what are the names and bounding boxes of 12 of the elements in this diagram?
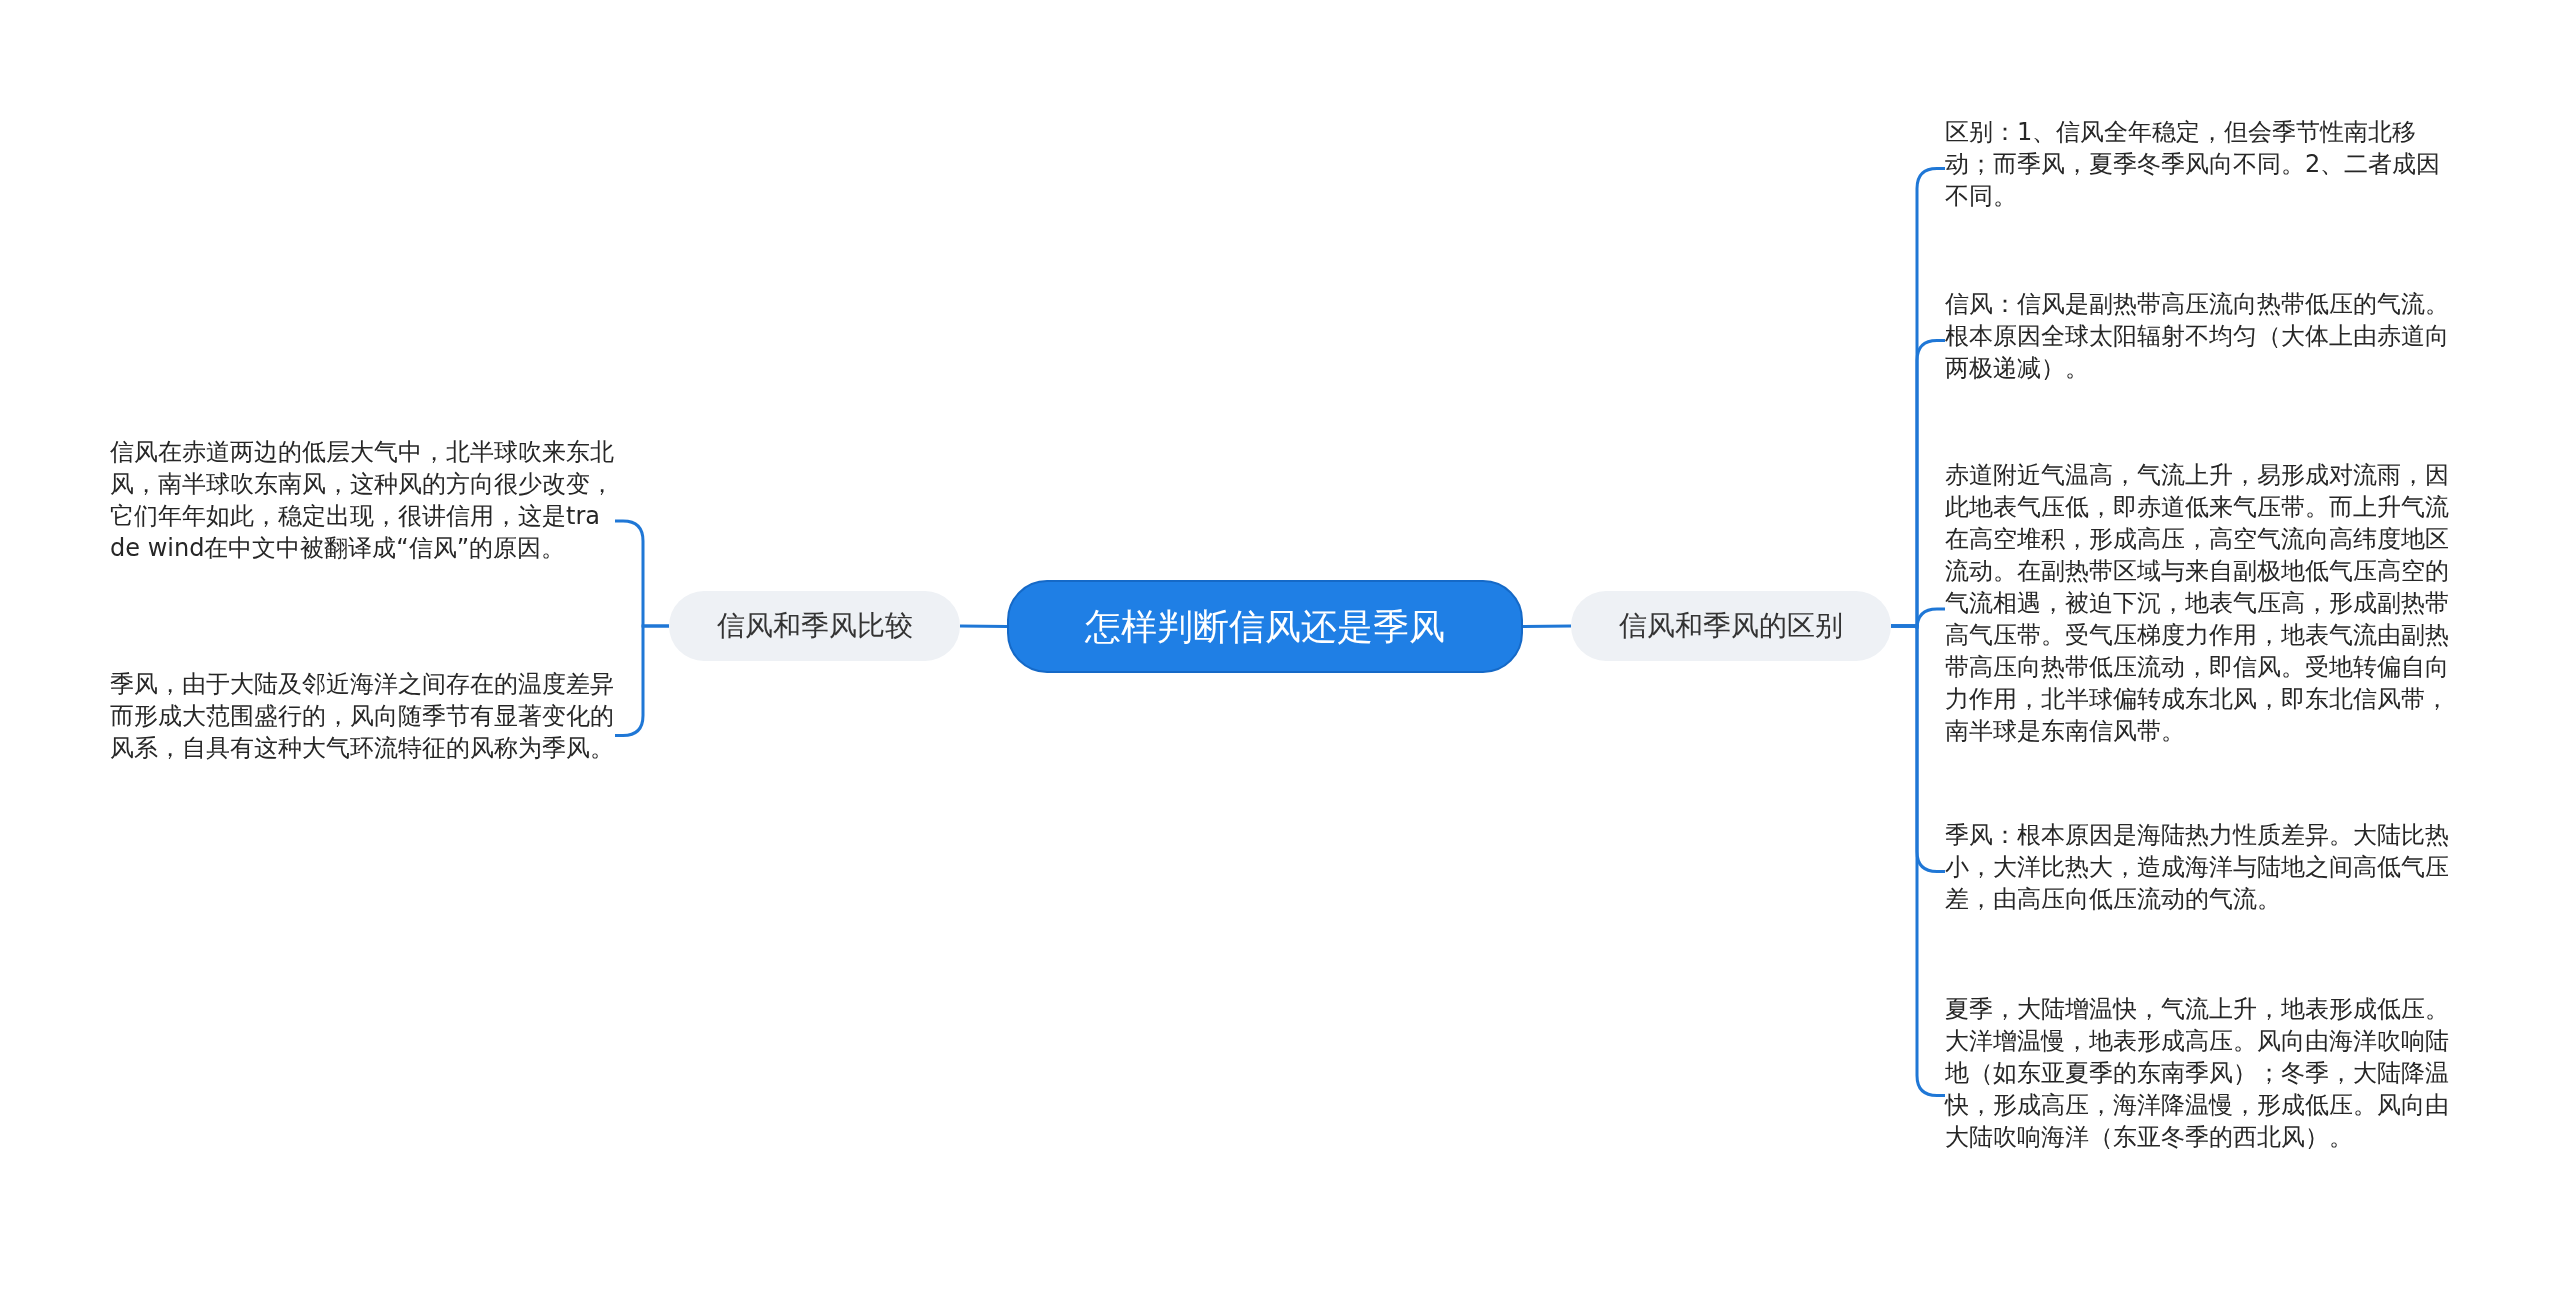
branch-topic: 信风和季风比较: [669, 591, 960, 661]
topic-text: 季风：根本原因是海陆热力性质差异。大陆比热小，大洋比热大，造成海洋与陆地之间高低气压差，由高压向低压流动的气流。: [1945, 819, 2455, 915]
topic-text: 季风，由于大陆及邻近海洋之间存在的温度差异而形成大范围盛行的，风向随季节有显著变化的风系，自具有这种大气环流特征的风称为季风。: [110, 668, 615, 764]
topic-text: 信风：信风是副热带高压流向热带低压的气流。根本原因全球太阳辐射不均匀（大体上由赤道向两极递减）。: [1945, 288, 2455, 384]
central-topic: 怎样判断信风还是季风: [1007, 580, 1523, 673]
topic-text: 区别：1、信风全年稳定，但会季节性南北移动；而季风，夏季冬季风向不同。2、二者成因不同。: [1945, 116, 2455, 212]
topic-text: 信风在赤道两边的低层大气中，北半球吹来东北风，南半球吹东南风，这种风的方向很少改变，它们年年如此，稳定出现，很讲信用，这是trade wind在中文中被翻译成“信风”的原因。: [110, 436, 615, 564]
topic-text: 夏季，大陆增温快，气流上升，地表形成低压。大洋增温慢，地表形成高压。风向由海洋吹响陆地（如东亚夏季的东南季风）；冬季，大陆降温快，形成高压，海洋降温慢，形成低压。风向由大陆吹响海洋（东亚冬季的西北风）。: [1945, 993, 2455, 1153]
branch-topic: 信风和季风的区别: [1571, 591, 1891, 661]
connector-line: [960, 624, 1007, 628]
connector-line: [1523, 624, 1571, 628]
topic-text: 赤道附近气温高，气流上升，易形成对流雨，因此地表气压低，即赤道低来气压带。而上升气流在高空堆积，形成高压，高空气流向高纬度地区流动。在副热带区域与来自副极地低气压高空的气流相遇，被迫下沉，地表气压高，形成副热带高气压带。受气压梯度力作用，地表气流由副热带高压向热带低压流动，即信风。受地转偏自向力作用，北半球偏转成东北风，即东北信风带，南半球是东南信风带。: [1945, 459, 2455, 747]
